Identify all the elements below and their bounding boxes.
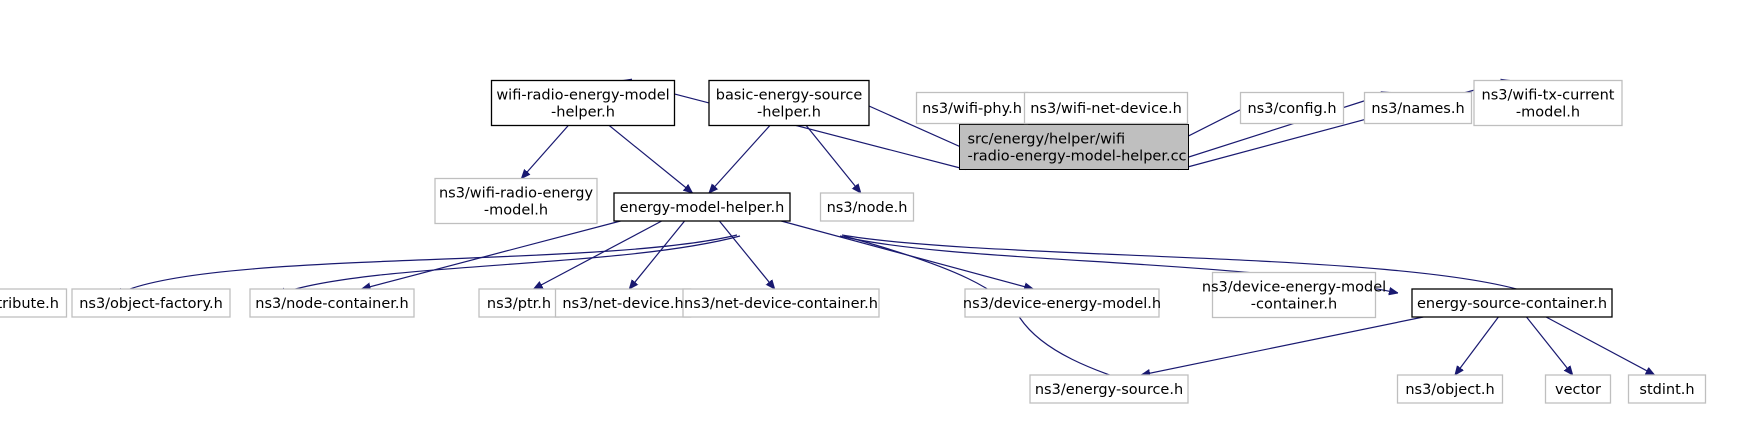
node-wifiphy: ns3/wifi-phy.h [915,91,1029,125]
edge-wremh-to-emh [608,125,692,194]
node-label-es-line-0: ns3/energy-source.h [1035,382,1183,398]
node-label-wrem-line-1: -model.h [484,203,548,219]
edge-esc-to-es [1141,316,1424,375]
node-box-node [819,192,915,222]
node-label-config-line-0: ns3/config.h [1247,101,1336,117]
node-devem: ns3/device-energy-model.h [963,288,1161,318]
node-box-names [1363,91,1473,125]
node-es: ns3/energy-source.h [1029,374,1189,404]
node-label-wifiphy-line-0: ns3/wifi-phy.h [922,101,1022,117]
node-main: src/energy/helper/wifi-radio-energy-mode… [959,124,1189,170]
node-attribute: ns3/attribute.h [0,288,68,318]
node-config: ns3/config.h [1239,91,1345,125]
node-box-devemc [1211,271,1377,319]
node-nodecont: ns3/node-container.h [249,288,415,318]
node-box-wifinetdev [1023,91,1189,125]
node-netdev: ns3/net-device.h [554,288,692,318]
node-label-wrem-line-0: ns3/wifi-radio-energy [439,186,594,202]
edge-emh-to-ptr [534,220,662,289]
node-box-wrem [434,177,598,225]
node-label-wremh-line-0: wifi-radio-energy-model [496,88,669,104]
node-label-main-line-1: -radio-energy-model-helper.cc [968,149,1187,165]
edge-wremh-to-wrem [521,125,569,179]
node-ptr: ns3/ptr.h [478,288,560,318]
edge-beshh-to-emh [709,125,771,194]
node-object: ns3/object.h [1396,374,1504,404]
node-box-object [1396,374,1504,404]
edge-emh-to-esc [841,234,1552,302]
node-esc[interactable]: energy-source-container.h [1411,288,1613,318]
node-label-wtxcm-line-0: ns3/wifi-tx-current [1482,88,1615,104]
node-box-vector [1544,374,1612,404]
edges-layer [115,81,1655,390]
node-box-main [959,124,1189,170]
node-vector: vector [1544,374,1612,404]
node-stdint: stdint.h [1627,374,1707,404]
node-box-wifiphy [915,91,1029,125]
node-label-wremh-line-1: -helper.h [551,105,615,121]
node-devemc: ns3/device-energy-model-container.h [1202,271,1386,319]
node-beshh[interactable]: basic-energy-source-helper.h [708,79,870,127]
node-box-attribute [0,288,68,318]
node-names: ns3/names.h [1363,91,1473,125]
edge-emh-to-netdev [629,220,686,289]
edge-esc-to-stdint [1545,316,1655,375]
node-label-ptr-line-0: ns3/ptr.h [487,296,551,312]
node-box-config [1239,91,1345,125]
node-box-stdint [1627,374,1707,404]
node-label-emh-line-0: energy-model-helper.h [620,200,785,216]
node-label-nodecont-line-0: ns3/node-container.h [255,296,408,312]
node-box-beshh [708,79,870,127]
node-label-node-line-0: ns3/node.h [827,200,908,216]
edge-emh-to-es [843,235,1150,389]
node-label-wifinetdev-line-0: ns3/wifi-net-device.h [1030,101,1182,117]
edge-emh-to-netdevcont [718,220,774,289]
edge-esc-to-object [1455,316,1499,375]
node-box-esc [1411,288,1613,318]
node-label-beshh-line-1: -helper.h [757,105,821,121]
node-label-devem-line-0: ns3/device-energy-model.h [963,296,1161,312]
edge-beshh-to-node [805,125,861,194]
node-wrem: ns3/wifi-radio-energy-model.h [434,177,598,225]
edge-emh-to-attribute [115,234,738,296]
node-emh[interactable]: energy-model-helper.h [613,192,791,222]
node-label-main-line-0: src/energy/helper/wifi [968,132,1126,148]
edge-main-to-names [1149,93,1391,171]
node-label-objfactory-line-0: ns3/object-factory.h [79,296,223,312]
node-label-object-line-0: ns3/object.h [1405,382,1494,398]
node-node: ns3/node.h [819,192,915,222]
edge-esc-to-vector [1526,316,1573,375]
node-box-wtxcm [1473,79,1623,127]
node-box-devem [964,288,1160,318]
node-box-objfactory [71,288,231,318]
node-label-devemc-line-0: ns3/device-energy-model [1202,280,1386,296]
node-box-es [1029,374,1189,404]
node-objfactory: ns3/object-factory.h [71,288,231,318]
nodes-layer: src/energy/helper/wifi-radio-energy-mode… [0,79,1707,404]
edge-emh-to-objfactory [280,235,741,297]
node-box-emh [613,192,791,222]
node-label-names-line-0: ns3/names.h [1371,101,1464,117]
node-label-attribute-line-0: ns3/attribute.h [0,296,59,312]
node-box-wremh [490,79,676,127]
node-label-devemc-line-1: -container.h [1251,297,1337,313]
node-label-beshh-line-0: basic-energy-source [716,88,863,104]
node-label-netdev-line-0: ns3/net-device.h [562,296,683,312]
node-label-wtxcm-line-1: -model.h [1516,105,1580,121]
node-netdevcont: ns3/net-device-container.h [682,288,880,318]
node-box-nodecont [249,288,415,318]
node-box-netdev [554,288,692,318]
node-label-netdevcont-line-0: ns3/net-device-container.h [684,296,878,312]
node-wifinetdev: ns3/wifi-net-device.h [1023,91,1189,125]
edge-emh-to-nodecont [362,220,621,289]
node-wremh[interactable]: wifi-radio-energy-model-helper.h [490,79,676,127]
node-box-netdevcont [682,288,880,318]
node-wtxcm: ns3/wifi-tx-current-model.h [1473,79,1623,127]
node-label-vector-line-0: vector [1555,382,1601,398]
node-label-stdint-line-0: stdint.h [1639,382,1694,398]
node-label-esc-line-0: energy-source-container.h [1417,296,1607,312]
